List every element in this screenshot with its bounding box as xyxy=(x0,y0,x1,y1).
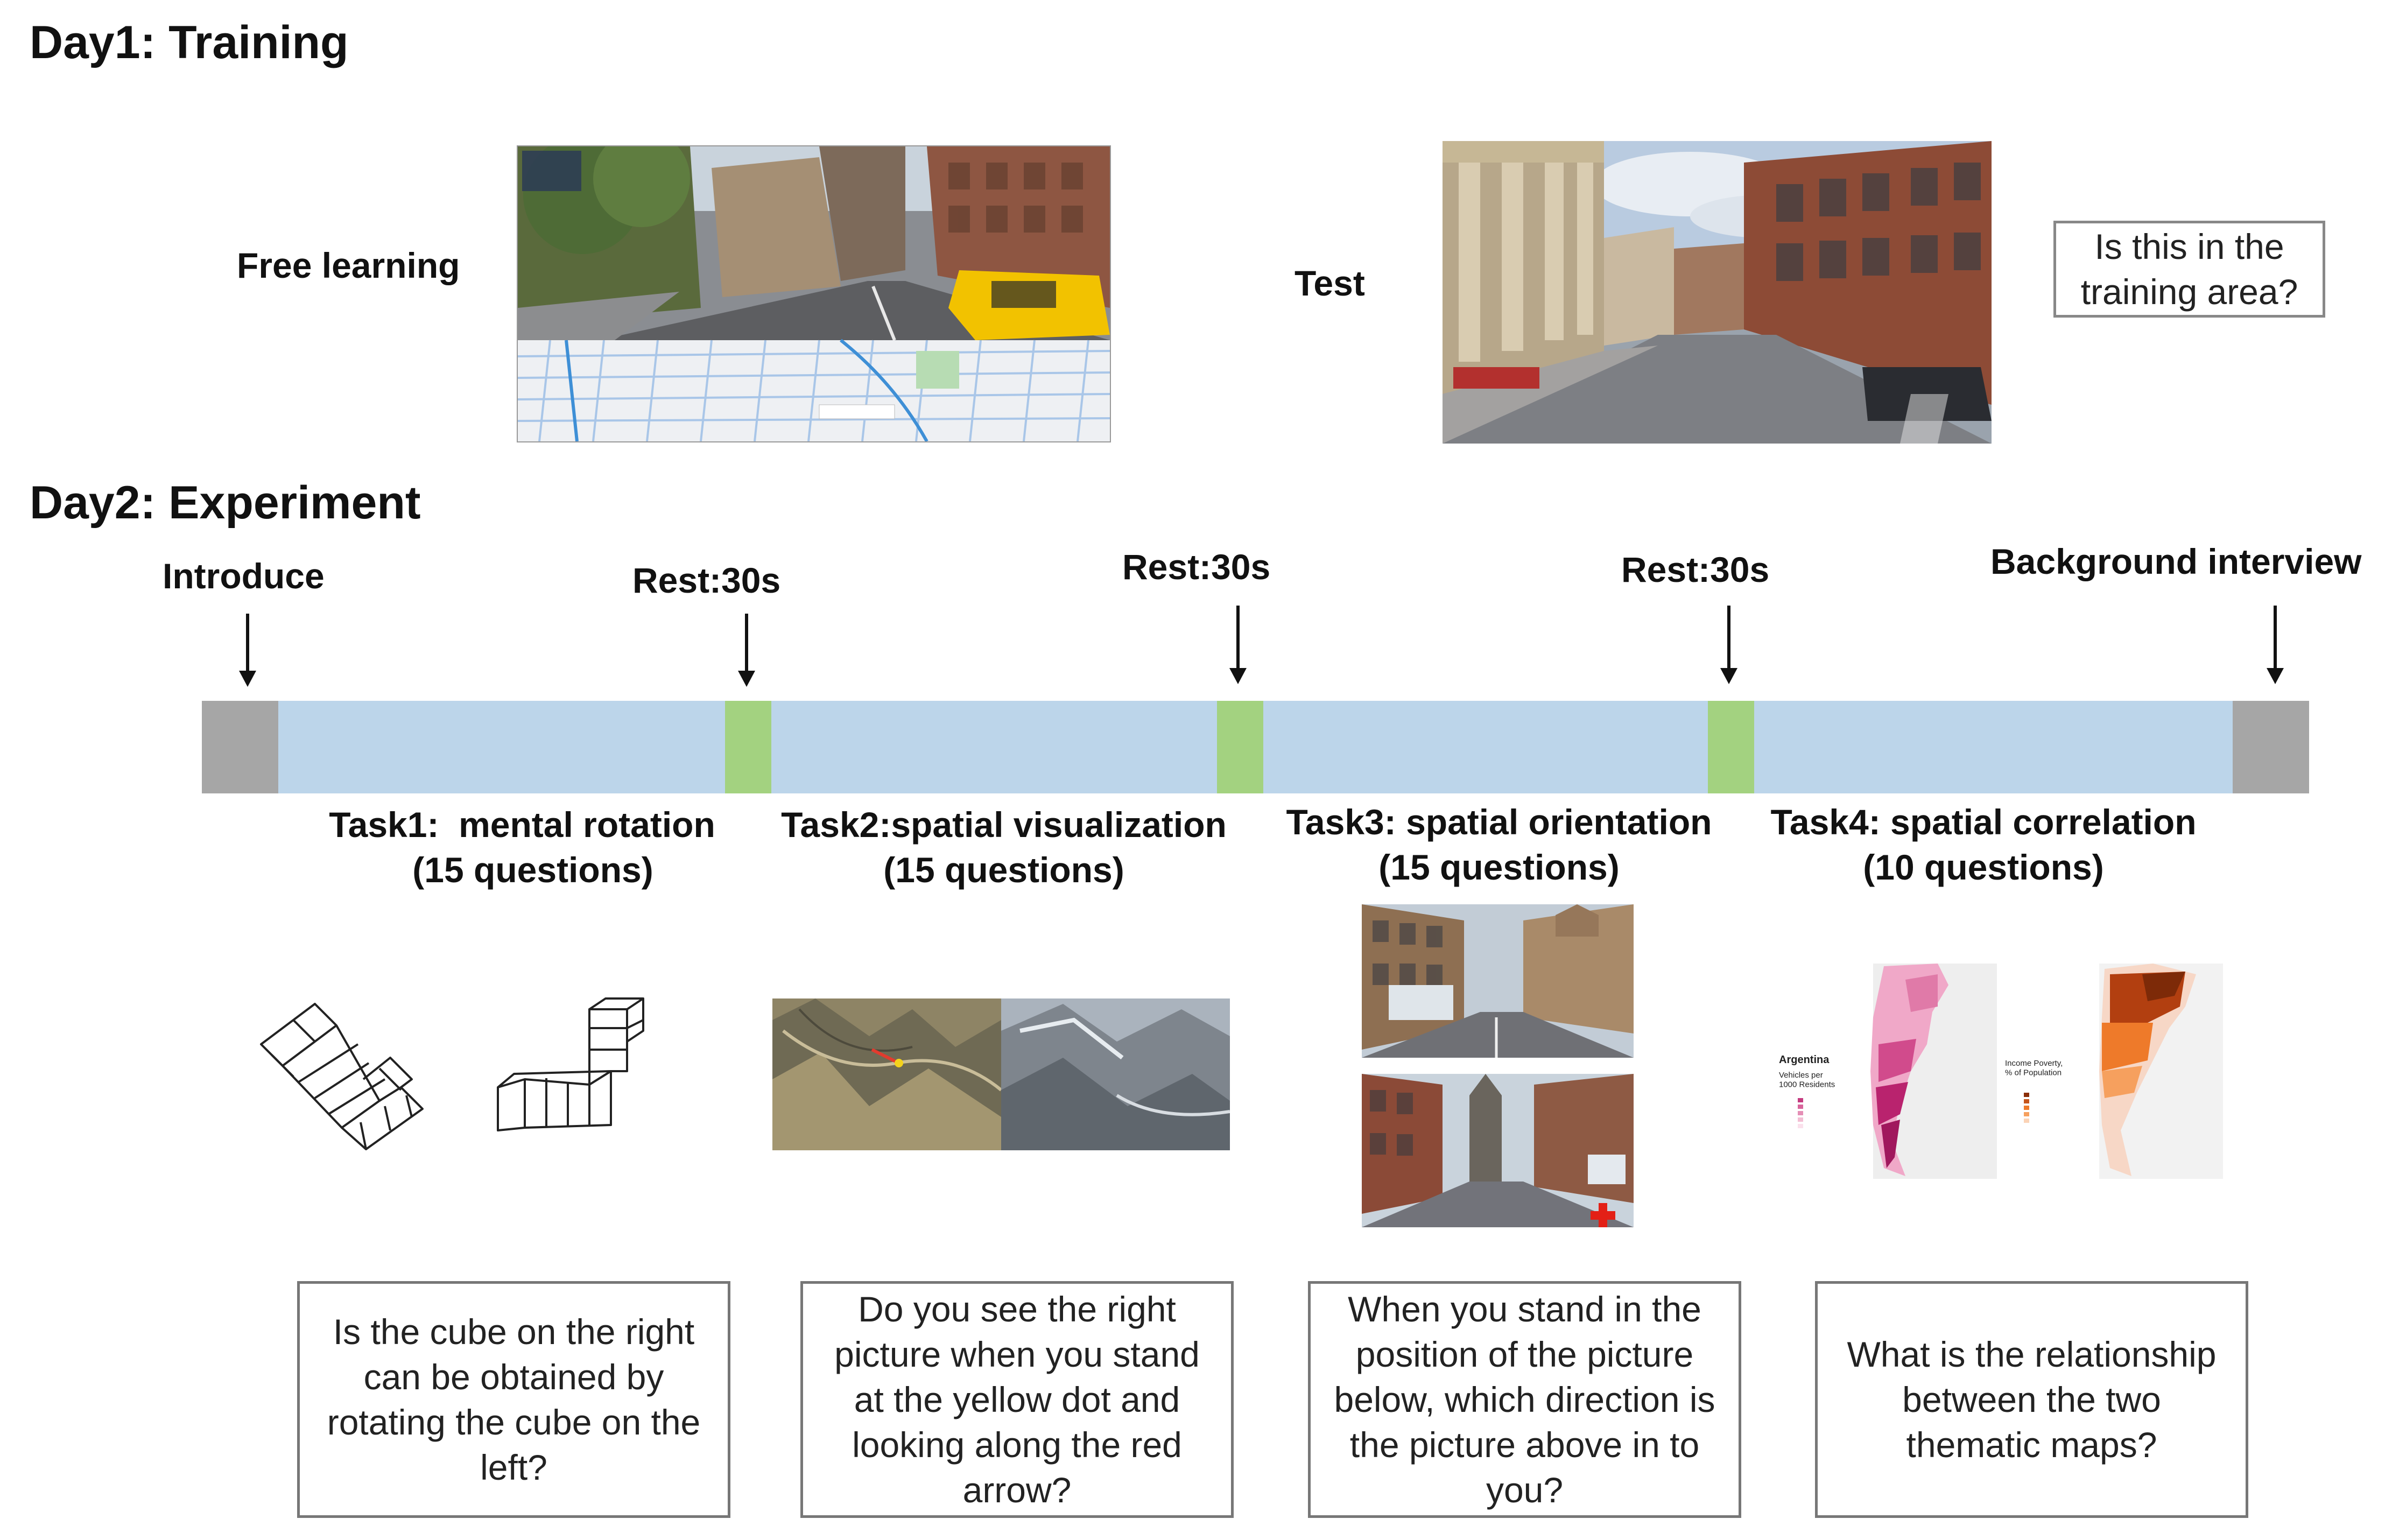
free-learning-image xyxy=(517,145,1111,442)
task2-title: Task2:spatial visualization (15 question… xyxy=(754,802,1254,892)
task2-count: (15 questions) xyxy=(754,847,1254,892)
marker-rest-2-label: Rest:30s xyxy=(1122,546,1270,587)
day1-title: Day1: Training xyxy=(30,16,349,69)
task2-question-text: Do you see the right picture when you st… xyxy=(834,1286,1200,1513)
map-right-title: Income Poverty,% of Population xyxy=(2005,1059,2063,1077)
task1-question-text: Is the cube on the right can be obtained… xyxy=(327,1309,701,1490)
task3-question-box: When you stand in the position of the pi… xyxy=(1308,1281,1741,1518)
timeline-rest-3-segment xyxy=(1708,701,1754,793)
task1-question-box: Is the cube on the right can be obtained… xyxy=(297,1281,730,1518)
free-learning-label: Free learning xyxy=(237,245,460,286)
test-label: Test xyxy=(1294,263,1365,304)
task1-image xyxy=(256,993,719,1155)
task3-image-bottom xyxy=(1362,1074,1634,1227)
task3-image-top xyxy=(1362,904,1634,1058)
marker-introduce-label: Introduce xyxy=(163,555,325,596)
task4-question-text: What is the relationship between the two… xyxy=(1847,1332,2216,1467)
task4-question-box: What is the relationship between the two… xyxy=(1815,1281,2248,1518)
task3-count: (15 questions) xyxy=(1260,845,1739,890)
test-question-box: Is this in the training area? xyxy=(2053,221,2325,318)
timeline-outro-segment xyxy=(2233,701,2309,793)
task1-name: Task1: mental rotation xyxy=(237,802,807,847)
map-left-title: Argentina xyxy=(1779,1054,1830,1066)
day2-title: Day2: Experiment xyxy=(30,476,421,530)
task3-question-text: When you stand in the position of the pi… xyxy=(1334,1286,1715,1513)
task2-question-box: Do you see the right picture when you st… xyxy=(800,1281,1234,1518)
task4-count: (10 questions) xyxy=(1747,845,2220,890)
task4-title: Task4: spatial correlation (10 questions… xyxy=(1747,799,2220,890)
timeline-bar xyxy=(202,701,2309,793)
task4-name: Task4: spatial correlation xyxy=(1747,799,2220,845)
timeline-intro-segment xyxy=(202,701,278,793)
marker-rest-3-label: Rest:30s xyxy=(1621,549,1769,590)
marker-background-label: Background interview xyxy=(1990,541,2362,582)
task1-count: (15 questions) xyxy=(237,847,807,892)
task2-image xyxy=(772,998,1230,1150)
timeline-rest-1-segment xyxy=(725,701,771,793)
task2-name: Task2:spatial visualization xyxy=(754,802,1254,847)
task1-title: Task1: mental rotation (15 questions) xyxy=(237,802,807,892)
task3-name: Task3: spatial orientation xyxy=(1260,799,1739,845)
test-image xyxy=(1443,141,1992,444)
task3-title: Task3: spatial orientation (15 questions… xyxy=(1260,799,1739,890)
marker-rest-1-label: Rest:30s xyxy=(632,560,780,601)
timeline-rest-2-segment xyxy=(1217,701,1263,793)
test-question-text: Is this in the training area? xyxy=(2081,224,2298,314)
